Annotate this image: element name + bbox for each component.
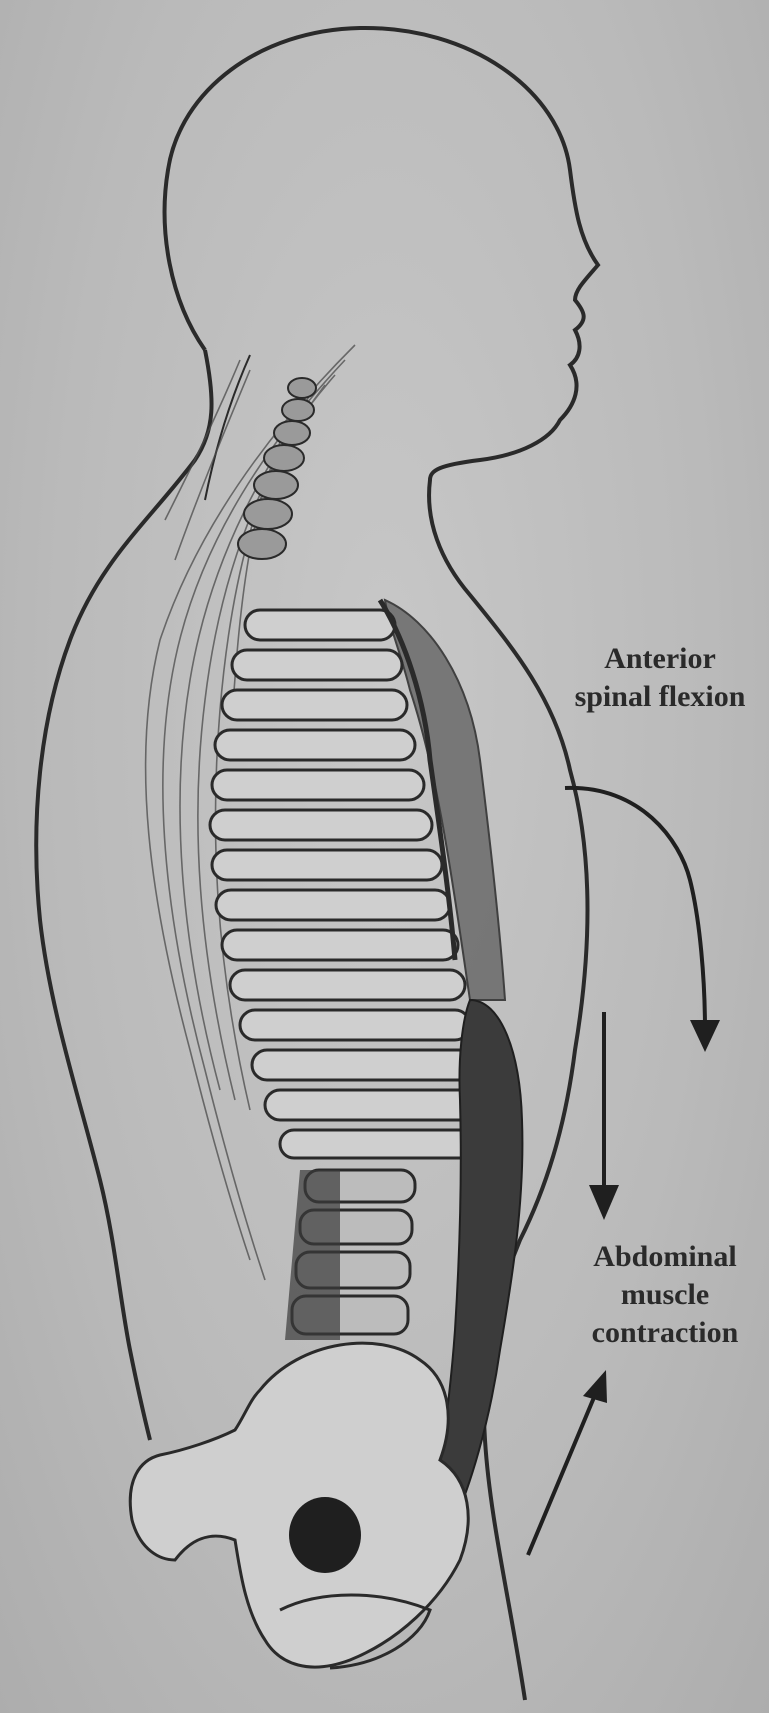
- label-anterior-spinal-flexion: Anterior spinal flexion: [560, 640, 760, 716]
- back-outline: [36, 350, 211, 1440]
- label-abdominal-line1: Abdominal: [560, 1238, 769, 1276]
- up-arrowhead: [583, 1370, 607, 1403]
- label-flexion-line2: spinal flexion: [560, 678, 760, 716]
- pelvis: [130, 1343, 468, 1667]
- hip-socket: [289, 1497, 361, 1573]
- up-arrow-line: [528, 1395, 595, 1555]
- down-arrowhead: [589, 1185, 619, 1220]
- label-abdominal-muscle-contraction: Abdominal muscle contraction: [560, 1238, 769, 1352]
- label-flexion-line1: Anterior: [560, 640, 760, 678]
- flexion-arrowhead: [690, 1020, 720, 1052]
- label-abdominal-line3: contraction: [560, 1314, 769, 1352]
- label-abdominal-line2: muscle: [560, 1276, 769, 1314]
- spinal-column-dark: [285, 1170, 340, 1340]
